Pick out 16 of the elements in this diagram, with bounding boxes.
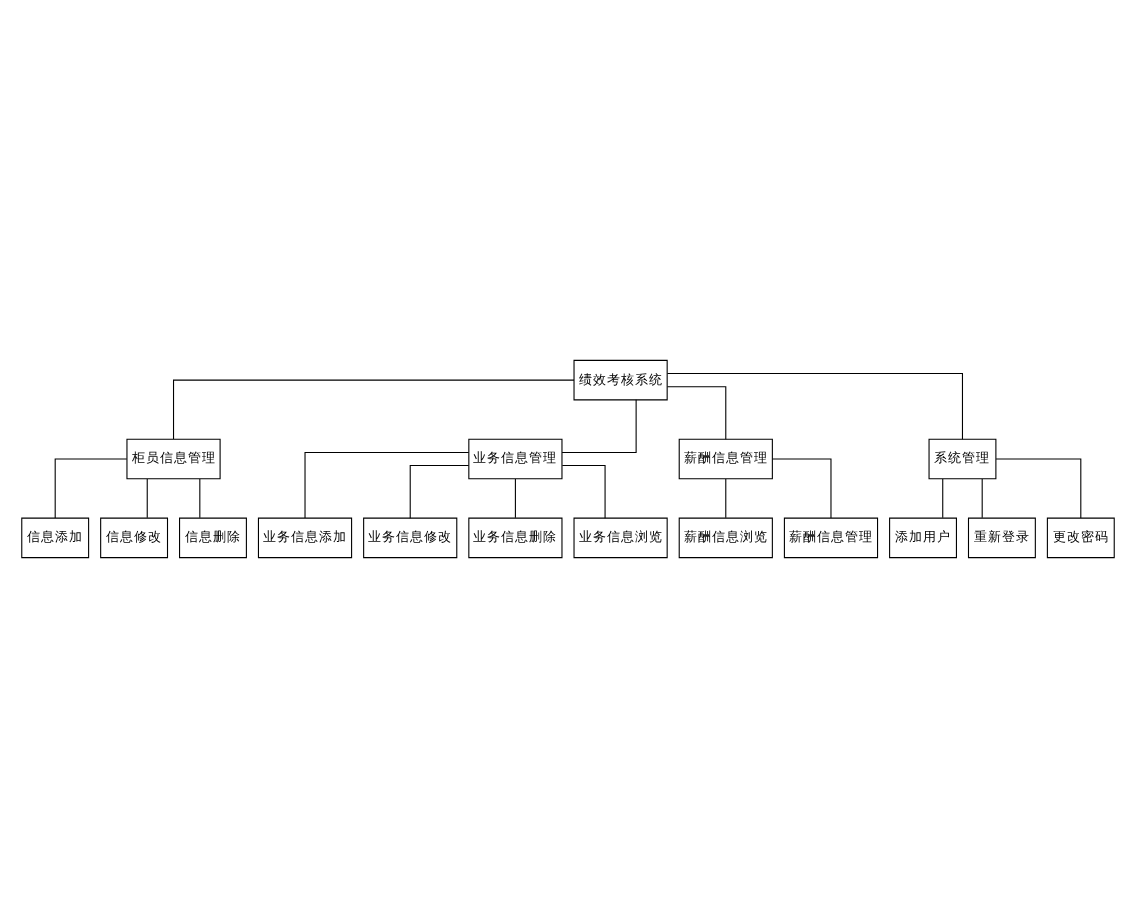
- connector: [725, 478, 727, 519]
- connector: [199, 478, 201, 519]
- connector: [409, 465, 470, 519]
- connector: [995, 458, 1082, 519]
- connector: [942, 478, 944, 519]
- connector: [54, 458, 128, 519]
- connector: [561, 465, 606, 519]
- connector: [514, 478, 516, 519]
- connector: [173, 379, 575, 440]
- connector: [666, 386, 727, 440]
- connector: [146, 478, 148, 519]
- connector: [304, 451, 470, 519]
- connector: [666, 372, 963, 440]
- connector: [981, 478, 983, 519]
- connector: [561, 399, 637, 453]
- connector: [772, 458, 832, 519]
